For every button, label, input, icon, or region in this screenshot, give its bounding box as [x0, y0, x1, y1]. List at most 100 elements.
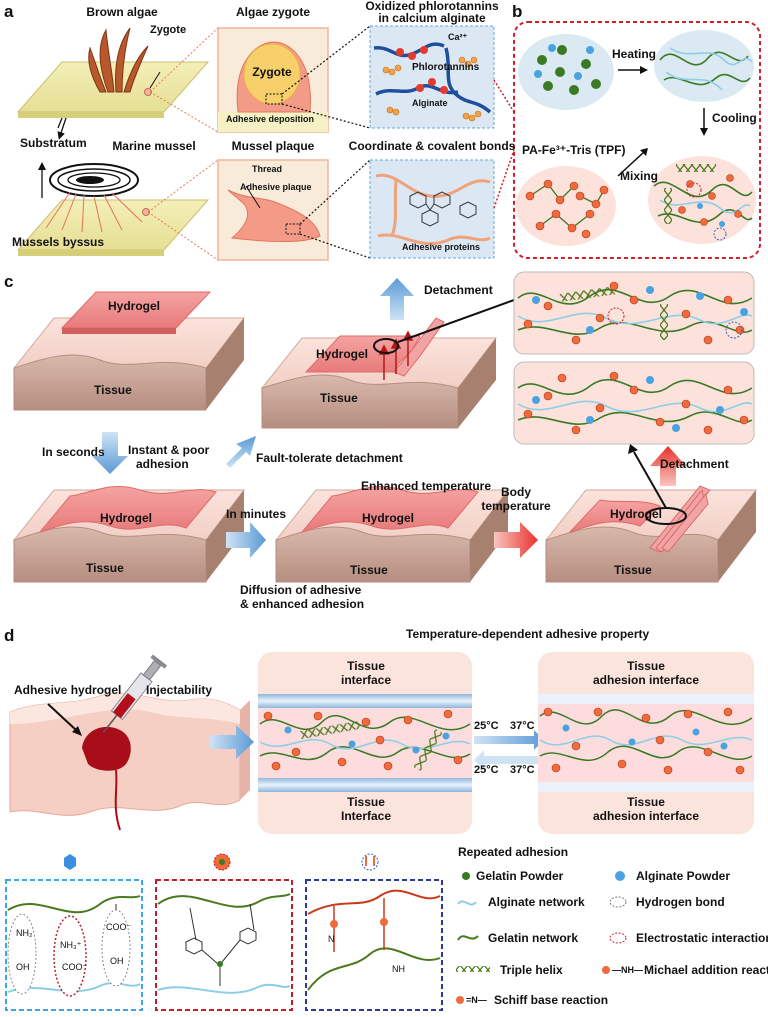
tissue-interface-top-1: Tissue [347, 659, 385, 673]
detachment-red-arrow [650, 446, 686, 486]
panel-label-a: a [4, 2, 14, 21]
legend-schiff: Schiff base reaction [494, 993, 609, 1007]
network-zoom-weak [513, 271, 755, 355]
alginate-label: Alginate [412, 98, 448, 108]
oh-label-1: OH [16, 962, 30, 972]
t25-forward-label: 25°C [474, 720, 499, 732]
mixing-label: Mixing [620, 169, 658, 183]
tissue-block-1 [12, 291, 246, 411]
adhesion-interface-top-1: Tissue [627, 659, 665, 673]
legend-gelatin-powder-icon [462, 872, 470, 880]
oxidized-title-1: Oxidized phlorotannins [365, 0, 499, 13]
mussel-plaque-label: Mussel plaque [231, 139, 315, 153]
hexagon-icon [64, 854, 76, 870]
repeated-adhesion-label: Repeated adhesion [458, 845, 569, 859]
zygote-inner-label: Zygote [252, 65, 292, 79]
nh-label: NH [392, 964, 405, 974]
legend-alginate-network-icon [457, 900, 477, 906]
reverse-arrow [474, 750, 544, 770]
panel-d [5, 652, 754, 1011]
electrostatic-marker-icon [213, 853, 231, 871]
tissue-block-5 [544, 444, 758, 583]
legend-schiff-symbol: =N— [466, 995, 487, 1005]
fault-tolerate-label: Fault-tolerate detachment [256, 451, 403, 465]
panel-b [513, 21, 761, 259]
panel-label-c: c [4, 272, 14, 291]
panel-label-b: b [512, 2, 523, 21]
thread-label: Thread [252, 164, 283, 174]
panel-b-border [513, 21, 761, 259]
powder-circle [518, 34, 614, 110]
mussel-icon [49, 163, 139, 197]
cooling-label: Cooling [712, 111, 757, 125]
tissue-label-5: Tissue [614, 563, 652, 577]
legend-alginate-powder: Alginate Powder [636, 869, 731, 883]
schiff-marker-icon [361, 853, 379, 871]
detachment-up-arrow [380, 278, 414, 320]
panel-a [16, 25, 515, 261]
phlorotannins-label: Phlorotannins [412, 62, 480, 73]
legend-triple-helix: Triple helix [500, 963, 563, 977]
pa-tpf-label: PA-Fe³⁺-Tris (TPF) [522, 143, 626, 157]
tissue-label-1: Tissue [94, 383, 132, 397]
electrostatic-box [155, 879, 293, 1011]
body-temp-label-1: Body [501, 485, 531, 499]
brown-algae-icon [88, 27, 149, 93]
catechol-icon [409, 191, 477, 227]
injected-hydrogel [82, 726, 131, 771]
legend-hydrogen-bond-icon [609, 896, 627, 908]
oh-label-2: OH [110, 956, 124, 966]
forward-arrow [474, 730, 544, 750]
temp-dependent-label: Temperature-dependent adhesive property [406, 627, 650, 641]
detachment-label-1: Detachment [424, 283, 493, 297]
ca-label: Ca²⁺ [448, 32, 468, 42]
adhesive-proteins-label: Adhesive proteins [402, 242, 481, 252]
nh2-label: NH₂ [16, 928, 33, 938]
covalent-box [305, 879, 443, 1011]
in-seconds-label: In seconds [42, 445, 105, 459]
network-zoom-strong [513, 361, 755, 445]
legend-michael: Michael addition reaction [644, 963, 768, 977]
hydrogel-label-2: Hydrogel [316, 347, 369, 361]
legend-electrostatic-icon [609, 932, 627, 944]
legend-michael-symbol: —NH— [612, 965, 643, 975]
tissue-label-3: Tissue [86, 561, 124, 575]
tissue-interface-bot-2: Interface [340, 809, 392, 823]
t37-forward-label: 37°C [510, 720, 535, 732]
tissue-interface-bot-1: Tissue [347, 795, 385, 809]
instant-poor-label-2: adhesion [136, 457, 189, 471]
adhesion-interface-top-2: adhesion interface [592, 673, 700, 687]
marine-mussel-label: Marine mussel [112, 139, 196, 153]
brown-algae-label: Brown algae [86, 5, 158, 19]
t25-reverse-label: 25°C [474, 764, 499, 776]
in-minutes-arrow [226, 522, 266, 558]
coo-label-1: COO⁻ [106, 922, 132, 932]
legend-michael-icon [602, 966, 610, 974]
in-seconds-arrow [92, 432, 128, 474]
legend-alginate-powder-icon [615, 871, 625, 881]
legend-hydrogen-bond: Hydrogen bond [636, 895, 725, 909]
hydrogel-label-3: Hydrogel [99, 511, 153, 525]
detachment-label-2: Detachment [660, 457, 729, 471]
n-label: N [328, 934, 335, 944]
instant-poor-label-1: Instant & poor [128, 443, 210, 457]
adhesion-interface-bot-2: adhesion interface [592, 809, 700, 823]
tissue-label-4: Tissue [350, 563, 388, 577]
hydrogel-label-5: Hydrogel [610, 507, 663, 521]
adhesive-plaque-label: Adhesive plaque [240, 182, 312, 192]
heating-label: Heating [612, 47, 657, 61]
legend-triple-helix-icon [456, 966, 490, 972]
tissue-block-3 [12, 485, 246, 583]
oxidized-title-2: in calcium alginate [378, 11, 486, 25]
tissue-block-4 [274, 485, 510, 583]
substratum-label: Substratum [20, 136, 87, 150]
plaque-shape [227, 189, 321, 242]
diffusion-label-1: Diffusion of adhesive [240, 583, 362, 597]
mussels-byssus-label: Mussels byssus [12, 235, 105, 249]
adhesive-hydrogel-label: Adhesive hydrogel [14, 683, 122, 697]
tissue-interface-top-2: interface [340, 673, 392, 687]
adhesive-deposition-label: Adhesive deposition [226, 114, 315, 124]
legend-electrostatic: Electrostatic interaction [636, 931, 768, 945]
heated-network-circle [654, 30, 754, 102]
